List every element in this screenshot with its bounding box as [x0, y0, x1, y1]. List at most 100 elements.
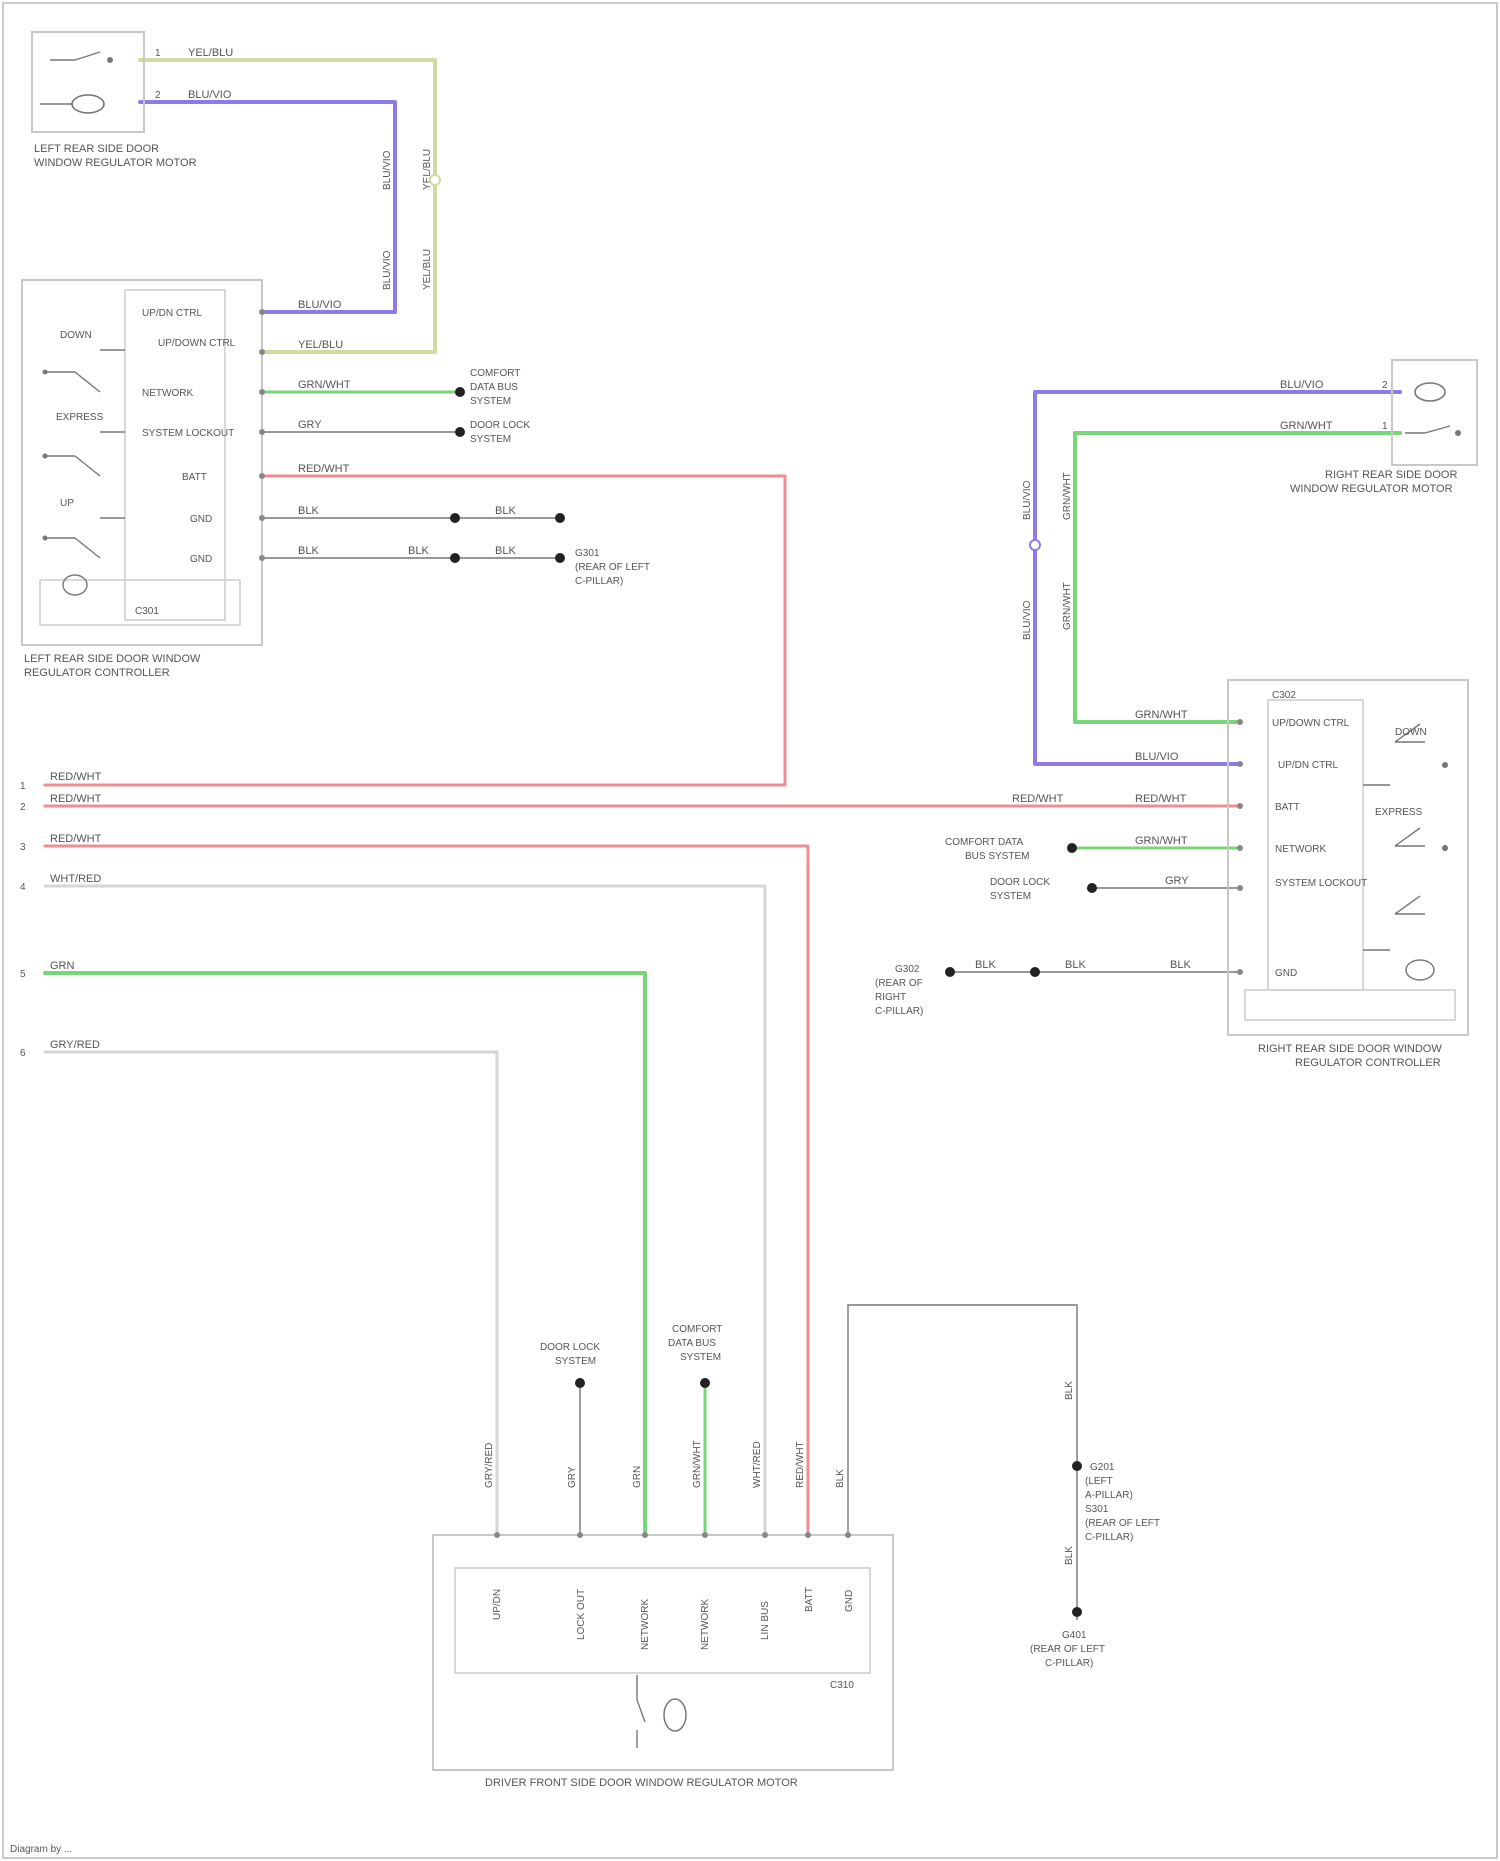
main-pins: UP/DN LOCK OUT NETWORK NETWORK LIN BUS B…	[492, 1587, 855, 1650]
svg-text:DOOR LOCK: DOOR LOCK	[990, 877, 1050, 888]
main-wire-labels: GRY/RED GRY GRN GRN/WHT WHT/RED RED/WHT …	[484, 1381, 1075, 1565]
rr-switch-down: DOWN	[1395, 727, 1427, 738]
svg-text:UP/DN: UP/DN	[492, 1589, 503, 1620]
svg-text:4: 4	[20, 882, 26, 893]
svg-text:SYSTEM: SYSTEM	[555, 1356, 596, 1367]
dest-main-lock: DOOR LOCK SYSTEM	[540, 1342, 600, 1367]
label-rr-grn-wht-2: GRN/WHT	[1135, 709, 1188, 721]
splice-yel	[430, 175, 440, 185]
label-lr-blk-2: BLK	[298, 545, 319, 557]
svg-text:5: 5	[20, 969, 26, 980]
svg-text:DOOR LOCK: DOOR LOCK	[470, 420, 530, 431]
lr-pin-5: BATT	[182, 472, 207, 483]
svg-text:GRY: GRY	[567, 1466, 578, 1488]
dest-comfort-rr: COMFORT DATA BUS SYSTEM	[945, 837, 1029, 862]
rr-window-controller: C302 DOWN EXPRESS UP/DOWN CTRL UP/DN CTR…	[1228, 680, 1468, 1069]
svg-text:DATA BUS: DATA BUS	[470, 382, 518, 393]
splice-lr-2	[450, 553, 460, 563]
svg-text:G302: G302	[895, 964, 920, 975]
svg-text:C-PILLAR): C-PILLAR)	[1085, 1532, 1133, 1543]
rr-switch-caption-2: WINDOW REGULATOR MOTOR	[1290, 483, 1453, 495]
rr-pin-4: NETWORK	[1275, 844, 1326, 855]
label-rr-grn-wht: GRN/WHT	[1280, 420, 1333, 432]
svg-text:COMFORT DATA: COMFORT DATA	[945, 837, 1023, 848]
connector-comfort-rr	[1067, 843, 1077, 853]
svg-text:RIGHT: RIGHT	[875, 992, 906, 1003]
svg-text:SYSTEM: SYSTEM	[470, 434, 511, 445]
label-blu-vio: BLU/VIO	[188, 89, 232, 101]
left-terminals: 1 2 3 4 5 6	[20, 781, 26, 1059]
svg-text:G301: G301	[575, 548, 600, 559]
svg-text:DATA BUS: DATA BUS	[668, 1338, 716, 1349]
connector-main-lock	[575, 1378, 585, 1388]
led-icon-rr	[1406, 960, 1434, 980]
dest-comfort-lr: COMFORT DATA BUS SYSTEM	[470, 368, 520, 407]
svg-text:2: 2	[1382, 380, 1388, 391]
svg-text:LOCK OUT: LOCK OUT	[576, 1589, 587, 1640]
svg-text:(REAR OF LEFT: (REAR OF LEFT	[1085, 1518, 1160, 1529]
svg-text:SYSTEM: SYSTEM	[470, 396, 511, 407]
motor-icon-main	[664, 1699, 686, 1731]
label-lr-blk-4: BLK	[408, 545, 429, 557]
label-bus-red-1: RED/WHT	[50, 771, 102, 783]
svg-text:2: 2	[20, 802, 26, 813]
label-yel-blu-vert-2: YEL/BLU	[422, 249, 433, 290]
rr-pin-3: BATT	[1275, 802, 1300, 813]
diagram-frame	[3, 3, 1497, 1858]
dest-lock-rr: DOOR LOCK SYSTEM	[990, 877, 1050, 902]
footer-credit: Diagram by ...	[10, 1844, 72, 1855]
rr-module-id: C302	[1272, 690, 1296, 701]
svg-text:GRN: GRN	[632, 1466, 643, 1488]
label-lr-gry: GRY	[298, 419, 322, 431]
lr-module-caption-2: REGULATOR CONTROLLER	[24, 667, 170, 679]
svg-text:SYSTEM: SYSTEM	[990, 891, 1031, 902]
label-lr-blk-1: BLK	[298, 505, 319, 517]
rr-pin-5: SYSTEM LOCKOUT	[1275, 878, 1367, 889]
wire-red-wht-main-batt	[45, 846, 808, 1535]
lr-pin-7: GND	[190, 554, 212, 565]
lr-switch-caption-2: WINDOW REGULATOR MOTOR	[34, 157, 197, 169]
svg-text:GRY/RED: GRY/RED	[484, 1443, 495, 1488]
svg-text:NETWORK: NETWORK	[700, 1599, 711, 1650]
lr-pin-1: UP/DN CTRL	[142, 308, 202, 319]
svg-text:NETWORK: NETWORK	[640, 1599, 651, 1650]
main-window-motor-module: C310 UP/DN LOCK OUT NETWORK NETWORK LIN …	[433, 1532, 893, 1789]
label-yel-blu: YEL/BLU	[188, 47, 233, 59]
svg-text:GRN/WHT: GRN/WHT	[692, 1440, 703, 1488]
label-rr-grn-wht-3: GRN/WHT	[1135, 835, 1188, 847]
lr-switch-down: DOWN	[60, 330, 92, 341]
rr-module-caption-2: REGULATOR CONTROLLER	[1295, 1057, 1441, 1069]
lr-switch-caption-1: LEFT REAR SIDE DOOR	[34, 143, 159, 155]
label-lr-yel-blu: YEL/BLU	[298, 339, 343, 351]
label-lr-blk-5: BLK	[495, 545, 516, 557]
svg-text:G201: G201	[1090, 1462, 1115, 1473]
label-rr-red-wht-1: RED/WHT	[1012, 793, 1064, 805]
main-module-id: C310	[830, 1680, 854, 1691]
lr-switch-up: UP	[60, 498, 74, 509]
ground-lr-1	[555, 513, 565, 523]
svg-text:(REAR OF LEFT: (REAR OF LEFT	[1030, 1644, 1105, 1655]
label-bus-wht-red: WHT/RED	[50, 873, 101, 885]
label-lr-blu-vio: BLU/VIO	[298, 299, 342, 311]
wire-blk-main-gnd	[848, 1305, 1077, 1620]
label-rr-blk-1: BLK	[975, 959, 996, 971]
ground-main	[1072, 1607, 1082, 1617]
rr-switch-caption-1: RIGHT REAR SIDE DOOR	[1325, 469, 1457, 481]
wire-grn-main	[45, 973, 645, 1535]
svg-text:LIN BUS: LIN BUS	[760, 1601, 771, 1640]
lr-switch-express: EXPRESS	[56, 412, 104, 423]
ground-lr-2	[555, 553, 565, 563]
label-rr-grn-vert-1: GRN/WHT	[1062, 472, 1073, 520]
label-rr-red-wht-2: RED/WHT	[1135, 793, 1187, 805]
motor-icon-rr	[1415, 383, 1445, 401]
svg-text:(REAR OF: (REAR OF	[875, 978, 923, 989]
svg-text:RED/WHT: RED/WHT	[795, 1441, 806, 1488]
label-rr-blu-vert-1: BLU/VIO	[1022, 480, 1033, 520]
svg-text:1: 1	[20, 781, 26, 792]
connector-main-comfort	[700, 1378, 710, 1388]
ground-rr	[945, 967, 955, 977]
label-lr-red-wht: RED/WHT	[298, 463, 350, 475]
rr-switch-express: EXPRESS	[1375, 807, 1423, 818]
svg-text:BLK: BLK	[835, 1469, 846, 1488]
